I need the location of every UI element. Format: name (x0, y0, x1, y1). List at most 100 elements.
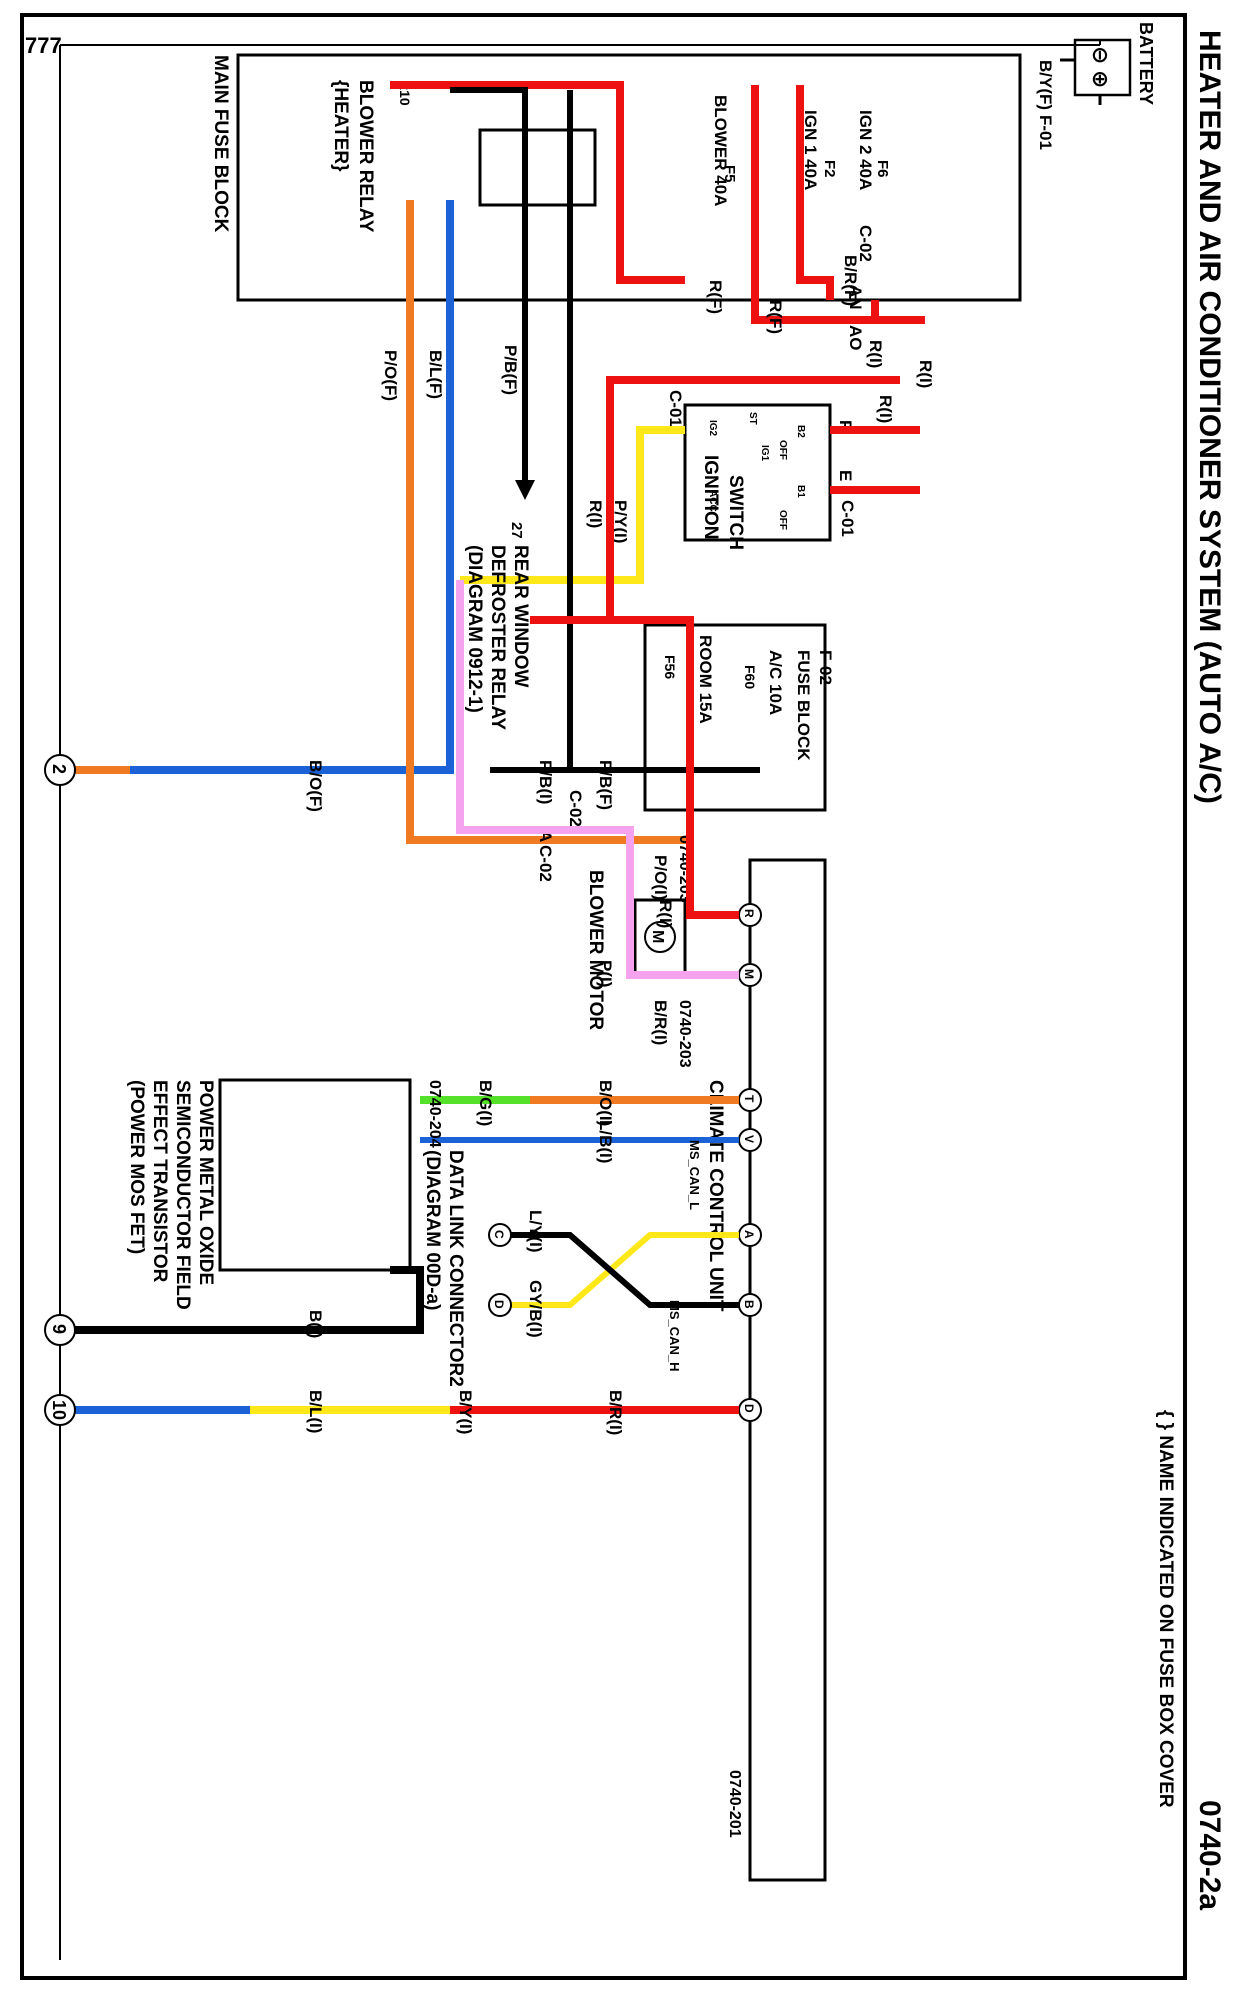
wire-red-ign1 (751, 85, 879, 324)
wire-label-pb-f: P/B(F) (501, 345, 520, 395)
ignition-terminals: B2 B1 IG1 IG2 ACC ST OFF OFF (707, 412, 806, 530)
svg-text:D: D (492, 1300, 506, 1309)
c02-label: C-02 (856, 225, 875, 262)
battery-label: BATTERY (1136, 22, 1156, 105)
mosfet-line1: POWER METAL OXIDE (195, 1080, 216, 1285)
wire-label-lb-i: L/B(I) (596, 1120, 615, 1163)
fuse-f60-code: F60 (742, 665, 758, 689)
mosfet-line4: (POWER MOS FET) (126, 1080, 147, 1254)
motor-icon: M (649, 930, 666, 943)
blower-relay-label: BLOWER RELAY (355, 80, 376, 233)
wire-red-pin-r (530, 616, 739, 919)
dlc-pin-c (488, 1223, 512, 1247)
ground-node-2-label: 2 (49, 764, 69, 774)
wire-label-bl-f: B/L(F) (426, 350, 445, 399)
wire-label-br-f: B/R(F) (841, 255, 860, 306)
c01-label: C-01 (838, 500, 857, 537)
svg-text:OFF: OFF (777, 510, 788, 530)
svg-text:F6: F6 (874, 160, 891, 178)
blower-motor-symbol-ring (644, 921, 676, 953)
wire-label-py: P/Y(I) (611, 500, 630, 543)
blower-motor-ref-bottom: 0740-203 (676, 1000, 693, 1068)
main-fuse-block (236, 53, 1022, 302)
diagram-title: HEATER AND AIR CONDITIONER SYSTEM (AUTO … (1193, 30, 1226, 804)
wire-label-r-i-1: R(I) (916, 360, 935, 388)
defroster-line2: DEFROSTER RELAY (487, 545, 508, 730)
wire-label-br-i: B/R(I) (651, 1000, 670, 1045)
svg-text:IGN 1 40A: IGN 1 40A (801, 110, 820, 190)
svg-text:B2: B2 (795, 425, 806, 438)
wire-red-relay-feed (390, 81, 685, 284)
svg-text:M: M (742, 969, 756, 979)
climate-control-label: CLIMATE CONTROL UNIT (705, 1080, 726, 1312)
svg-text:R: R (742, 909, 756, 918)
wire-label-gyb-i: GY/B(I) (526, 1280, 545, 1338)
wire-label-bo-f: B/O(F) (306, 760, 325, 812)
svg-text:IGN 2 40A: IGN 2 40A (856, 110, 875, 190)
defroster-ref: 27 (508, 522, 525, 539)
wire-label-by-f: B/Y(F) (1036, 60, 1055, 110)
wire-label-bo-i: B/O(I) (596, 1080, 615, 1126)
wire-bl-f (60, 200, 454, 774)
ground-node-10-label: 10 (49, 1400, 69, 1420)
svg-text:F5: F5 (721, 165, 738, 183)
svg-text:OFF: OFF (777, 440, 788, 460)
mosfet-ref: 0740-204 (426, 1080, 443, 1148)
svg-text:ACC: ACC (707, 490, 718, 512)
wire-label-r-i-3: R(I) (876, 395, 895, 423)
wire-label-po-i: P/O(I) (651, 855, 670, 900)
battery-plus-icon: ⊕ (1088, 70, 1113, 88)
ground-node-9 (44, 1314, 76, 1346)
battery: BATTERY ⊖ ⊕ (1073, 22, 1156, 105)
wire-pb-f-defroster (450, 87, 528, 490)
c02-bot-label: C-02 (536, 845, 555, 882)
ignition-switch-label1: IGNITION (700, 455, 721, 539)
ground-node-10 (44, 1394, 76, 1426)
svg-text:T: T (742, 1095, 756, 1103)
power-mosfet (218, 1078, 412, 1272)
svg-text:ST: ST (747, 412, 758, 425)
wire-label-pb-i: P/B(I) (536, 760, 555, 804)
wire-label-b-i: B(I) (306, 1310, 325, 1338)
f01-label: F-01 (1036, 115, 1055, 150)
mosfet-line3: EFFECT TRANSISTOR (149, 1080, 170, 1283)
c02-ao-label: AO (846, 325, 865, 351)
wire-gyb-i (510, 1232, 739, 1308)
wire-label-by-i: B/Y(I) (456, 1390, 475, 1434)
wire-red-ign2 (796, 85, 834, 300)
wire-pink-pin-m (456, 580, 739, 979)
defroster-line1: REAR WINDOW (510, 545, 531, 688)
wire-label-ly-i: L/Y(I) (526, 1210, 545, 1253)
wire-b-i (60, 1266, 424, 1334)
defroster-line3: (DIAGRAM 0912-1) (464, 545, 485, 713)
fuse-f56-name: ROOM 15A (696, 635, 715, 724)
c02-mid-label: C-02 (566, 790, 585, 827)
ground-node-9-label: 9 (49, 1324, 69, 1334)
fuse-f6: IGN 2 40A F6 (856, 110, 891, 190)
blower-relay-alt: {HEATER} (330, 80, 351, 172)
svg-text:D: D (742, 1404, 756, 1413)
svg-text:BLOWER 40A: BLOWER 40A (711, 95, 730, 206)
wire-py (460, 426, 685, 584)
svg-text:B: B (742, 1300, 756, 1309)
ground-bus-label: 777 (25, 33, 62, 58)
wire-label-p-i: P(I) (596, 960, 615, 987)
ignition-pin-f: F (836, 420, 855, 430)
svg-text:V: V (742, 1135, 756, 1143)
wire-label-r-f: R(F) (766, 300, 785, 334)
can-h-label: MS_CAN_H (667, 1300, 682, 1372)
wire-label-r-i-2: R(I) (866, 340, 885, 368)
svg-text:C: C (492, 1230, 506, 1239)
wire-label-po-f: P/O(F) (381, 350, 400, 401)
dlc-pin-d (488, 1293, 512, 1317)
svg-text:IG1: IG1 (759, 445, 770, 462)
wire-label-pb-f2: P/B(F) (596, 760, 615, 810)
blower-motor-label: BLOWER MOTOR (585, 870, 606, 1030)
battery-minus-icon: ⊖ (1088, 46, 1113, 64)
fuse-f60-name: A/C 10A (766, 650, 785, 715)
blower-relay (478, 128, 597, 207)
svg-text:B1: B1 (795, 485, 806, 498)
wire-label-bl-i: B/L(I) (306, 1390, 325, 1433)
wire-po-f (406, 200, 690, 844)
